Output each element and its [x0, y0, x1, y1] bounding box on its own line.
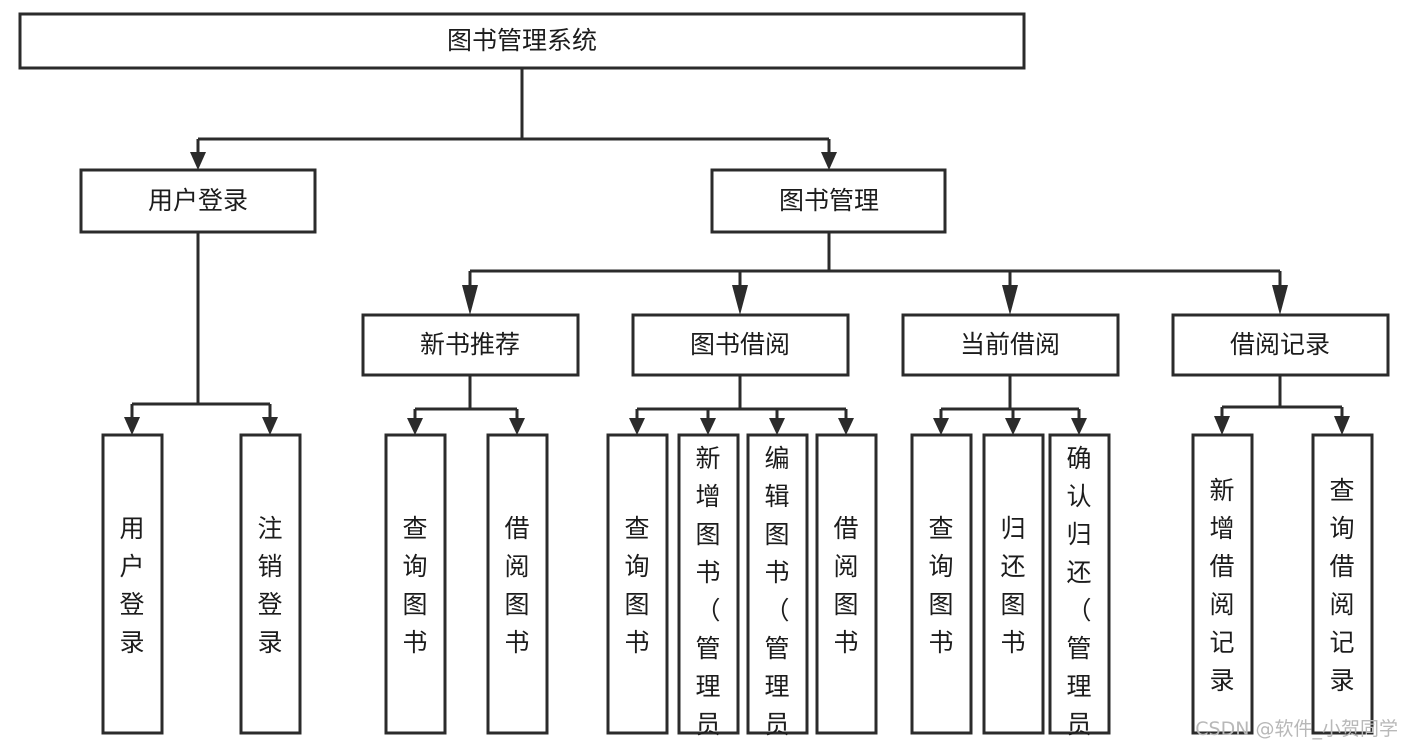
leaf-borrow-book-rec[interactable]: 借阅图书 [486, 433, 549, 735]
leaf-add-book-box[interactable] [677, 433, 740, 735]
arrow-bm-to-new-book-recommend [462, 285, 478, 315]
arrow-cb-leaf-2 [1005, 418, 1021, 435]
leaf-return-book-box[interactable] [982, 433, 1045, 735]
leaf-logout-label: 注销登录 [257, 514, 282, 657]
node-book-borrow[interactable]: 图书借阅 [631, 313, 850, 377]
node-new-book-recommend-box[interactable] [361, 313, 580, 377]
leaf-return-book-label: 归还图书 [1000, 514, 1025, 657]
leaf-borrow-book-rec-label: 借阅图书 [504, 514, 529, 657]
leaf-user-login[interactable]: 用户登录 [101, 433, 164, 735]
node-book-borrow-label: 图书借阅 [690, 330, 790, 359]
arrow-bb-leaf-3 [769, 418, 785, 435]
arrow-user-login-leaf-2 [262, 417, 278, 435]
node-borrow-record[interactable]: 借阅记录 [1171, 313, 1390, 377]
leaf-query-book-current-box[interactable] [910, 433, 973, 735]
node-borrow-record-label: 借阅记录 [1230, 330, 1330, 359]
arrow-bm-to-borrow-record [1272, 285, 1288, 315]
leaf-add-book[interactable]: 新增图书（管理员） [677, 433, 740, 747]
node-new-book-recommend-label: 新书推荐 [420, 330, 520, 359]
arrow-cb-leaf-1 [933, 418, 949, 435]
arrow-br-leaf-1 [1214, 416, 1230, 435]
leaf-borrow-book-box[interactable] [815, 433, 878, 735]
arrow-bb-leaf-2 [700, 418, 716, 435]
node-root[interactable]: 图书管理系统 [18, 12, 1026, 70]
leaf-add-record-box[interactable] [1191, 433, 1254, 735]
arrow-bm-to-book-borrow [732, 285, 748, 315]
leaf-query-record-label: 查询借阅记录 [1329, 476, 1354, 695]
arrow-br-leaf-2 [1334, 416, 1350, 435]
leaf-user-login-box[interactable] [101, 433, 164, 735]
arrow-root-to-user-login [190, 152, 206, 170]
node-user-login-label: 用户登录 [148, 186, 248, 215]
leaf-query-book-current-label: 查询图书 [928, 514, 953, 657]
leaf-query-record-box[interactable] [1311, 433, 1374, 735]
leaf-confirm-return-box[interactable] [1048, 433, 1111, 735]
arrow-root-to-book-management [821, 152, 837, 170]
leaf-query-record[interactable]: 查询借阅记录 [1311, 433, 1374, 735]
arrow-nbr-leaf-2 [509, 418, 525, 435]
arrow-bb-leaf-1 [629, 418, 645, 435]
node-root-box[interactable] [18, 12, 1026, 70]
node-borrow-record-box[interactable] [1171, 313, 1390, 377]
arrow-bm-to-current-borrow [1002, 285, 1018, 315]
node-book-management-label: 图书管理 [779, 186, 879, 215]
node-book-borrow-box[interactable] [631, 313, 850, 377]
leaf-query-book-rec-box[interactable] [384, 433, 447, 735]
leaf-query-book-borrow-box[interactable] [606, 433, 669, 735]
watermark-text: CSDN @软件_小贺同学 [1195, 718, 1398, 740]
leaf-add-record-label: 新增借阅记录 [1209, 476, 1234, 695]
node-current-borrow-box[interactable] [901, 313, 1120, 377]
node-new-book-recommend[interactable]: 新书推荐 [361, 313, 580, 377]
leaf-borrow-book-label: 借阅图书 [833, 514, 858, 657]
leaf-return-book[interactable]: 归还图书 [982, 433, 1045, 735]
leaf-edit-book[interactable]: 编辑图书（管理员） [746, 433, 809, 747]
leaf-query-book-rec[interactable]: 查询图书 [384, 433, 447, 735]
leaf-layer: 用户登录 注销登录 查询图书 借阅图书 查询图书 新增图书（管理员） 编辑图书（… [101, 433, 1374, 747]
node-current-borrow-label: 当前借阅 [960, 330, 1060, 359]
leaf-add-book-label: 新增图书（管理员） [695, 444, 720, 747]
leaf-logout-box[interactable] [239, 433, 302, 735]
leaf-query-book-borrow[interactable]: 查询图书 [606, 433, 669, 735]
leaf-logout[interactable]: 注销登录 [239, 433, 302, 735]
leaf-borrow-book-rec-box[interactable] [486, 433, 549, 735]
leaf-add-record[interactable]: 新增借阅记录 [1191, 433, 1254, 735]
leaf-edit-book-box[interactable] [746, 433, 809, 735]
node-book-management-box[interactable] [710, 168, 947, 234]
leaf-borrow-book[interactable]: 借阅图书 [815, 433, 878, 735]
arrow-bb-leaf-4 [838, 418, 854, 435]
arrow-user-login-leaf-1 [124, 417, 140, 435]
leaf-user-login-label: 用户登录 [119, 514, 144, 657]
arrow-nbr-leaf-1 [407, 418, 423, 435]
leaf-query-book-borrow-label: 查询图书 [624, 514, 649, 657]
node-user-login-box[interactable] [79, 168, 317, 234]
leaf-edit-book-label: 编辑图书（管理员） [764, 444, 789, 747]
node-current-borrow[interactable]: 当前借阅 [901, 313, 1120, 377]
arrow-cb-leaf-3 [1071, 418, 1087, 435]
connector-layer [124, 68, 1350, 435]
leaf-query-book-rec-label: 查询图书 [402, 514, 427, 657]
node-book-management[interactable]: 图书管理 [710, 168, 947, 234]
node-root-label: 图书管理系统 [447, 26, 597, 55]
leaf-confirm-return-label: 确认归还（管理员） [1066, 444, 1091, 747]
leaf-confirm-return[interactable]: 确认归还（管理员） [1048, 433, 1111, 747]
node-user-login[interactable]: 用户登录 [79, 168, 317, 234]
leaf-query-book-current[interactable]: 查询图书 [910, 433, 973, 735]
